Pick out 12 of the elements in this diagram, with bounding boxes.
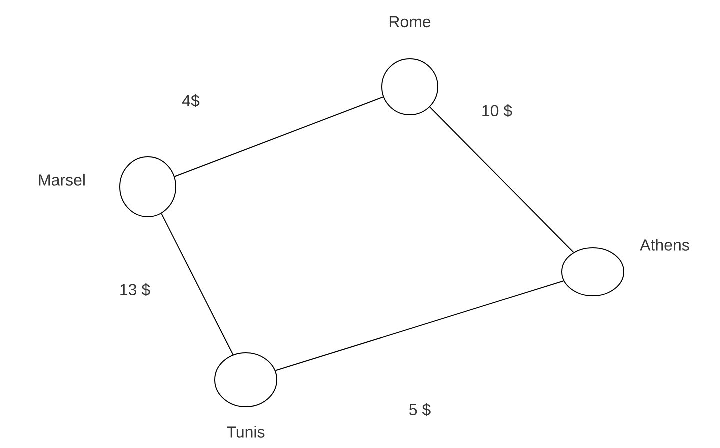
city-label: Athens: [640, 239, 690, 251]
route-line: [275, 280, 564, 372]
edge-label: 5 $: [408, 402, 432, 418]
city-label: Rome: [390, 16, 431, 28]
route-line: [174, 96, 384, 178]
edge-label: 10 $: [480, 104, 514, 118]
city-label: Marsel: [39, 174, 85, 186]
city-label: Tunis: [227, 426, 265, 438]
route-line: [430, 106, 574, 254]
edge-label: 4$: [181, 94, 201, 108]
route-line: [161, 213, 234, 356]
edge-label: 13 $: [118, 282, 152, 298]
